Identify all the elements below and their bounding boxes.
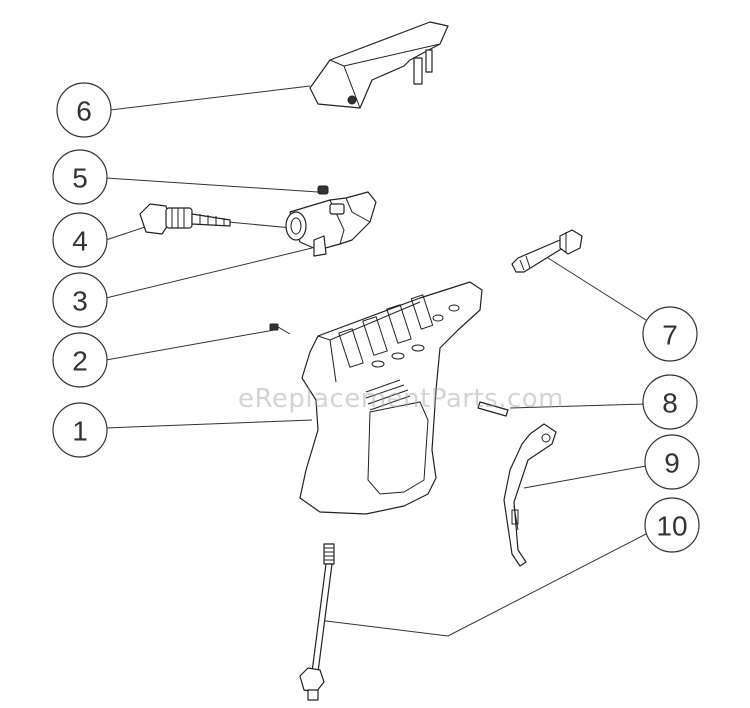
callout-number-2: 2: [72, 346, 88, 377]
watermark-text: eReplacementParts.com: [238, 384, 565, 414]
callout-number-10: 10: [656, 511, 687, 542]
pin-part: [477, 401, 509, 417]
leader-5: [105, 177, 319, 193]
valve-body-part: [285, 191, 377, 257]
callout-3: 3: [52, 272, 108, 328]
leader-10: [317, 533, 647, 637]
leader-4b: [227, 221, 293, 229]
trigger-link-part: [503, 423, 557, 567]
callout-4: 4: [52, 212, 108, 268]
leader-3: [105, 247, 313, 299]
leader-6: [109, 85, 311, 111]
callout-number-1: 1: [72, 416, 88, 447]
callout-number-3: 3: [72, 286, 88, 317]
leader-lines: [105, 85, 647, 637]
handle-label-lines: [365, 379, 411, 411]
leader-8: [509, 403, 647, 409]
callout-number-5: 5: [72, 163, 88, 194]
callout-9: 9: [644, 434, 700, 490]
callout-10: 10: [644, 497, 700, 553]
leader-1: [105, 419, 313, 429]
gun-handle-part: [299, 281, 483, 515]
set-screw-part: [317, 185, 329, 195]
extension-wand-part: [299, 543, 335, 701]
leader-7: [547, 257, 647, 321]
leader-9: [523, 465, 647, 489]
callout-number-8: 8: [662, 388, 678, 419]
callout-number-4: 4: [72, 226, 88, 257]
leader-2: [105, 329, 275, 361]
callout-number-9: 9: [664, 448, 680, 479]
screw-part: [269, 323, 291, 335]
callout-8: 8: [642, 374, 698, 430]
callout-1: 1: [52, 402, 108, 458]
callout-number-6: 6: [76, 96, 92, 127]
callout-5: 5: [52, 149, 108, 205]
callout-7: 7: [642, 306, 698, 362]
threaded-fitting-part: [511, 229, 583, 273]
callout-number-7: 7: [662, 320, 678, 351]
callout-2: 2: [52, 332, 108, 388]
valve-stem-part: [139, 203, 231, 235]
trigger-lever-part: [309, 21, 449, 109]
callout-6: 6: [56, 82, 112, 138]
